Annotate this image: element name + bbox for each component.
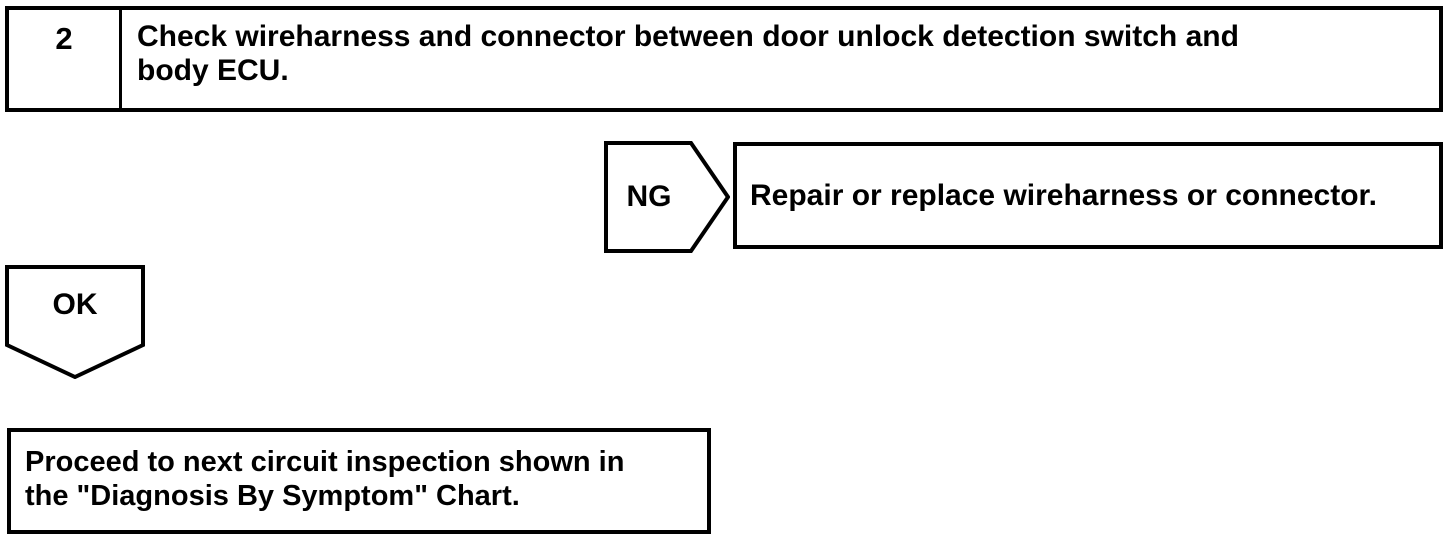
ok-action-line-1: Proceed to next circuit inspection shown… — [25, 446, 625, 478]
ng-connector-shape: NG — [604, 141, 730, 253]
ng-label: NG — [626, 180, 672, 213]
step-box: 2 Check wireharness and connector betwee… — [5, 6, 1443, 112]
step-instruction: Check wireharness and connector between … — [122, 10, 1439, 108]
step-number: 2 — [9, 10, 122, 108]
ok-action-box: Proceed to next circuit inspection shown… — [7, 428, 711, 534]
ok-pentagon-icon — [5, 265, 145, 379]
step-instruction-line-1: Check wireharness and connector between … — [137, 20, 1239, 53]
ng-action-box: Repair or replace wireharness or connect… — [733, 142, 1443, 249]
ok-action-line-2: the "Diagnosis By Symptom" Chart. — [25, 480, 520, 512]
ng-action-text: Repair or replace wireharness or connect… — [750, 178, 1377, 212]
ok-label: OK — [52, 288, 98, 321]
ok-connector-shape: OK — [5, 265, 145, 379]
ng-pentagon-icon — [604, 141, 730, 253]
step-instruction-line-2: body ECU. — [137, 54, 289, 87]
